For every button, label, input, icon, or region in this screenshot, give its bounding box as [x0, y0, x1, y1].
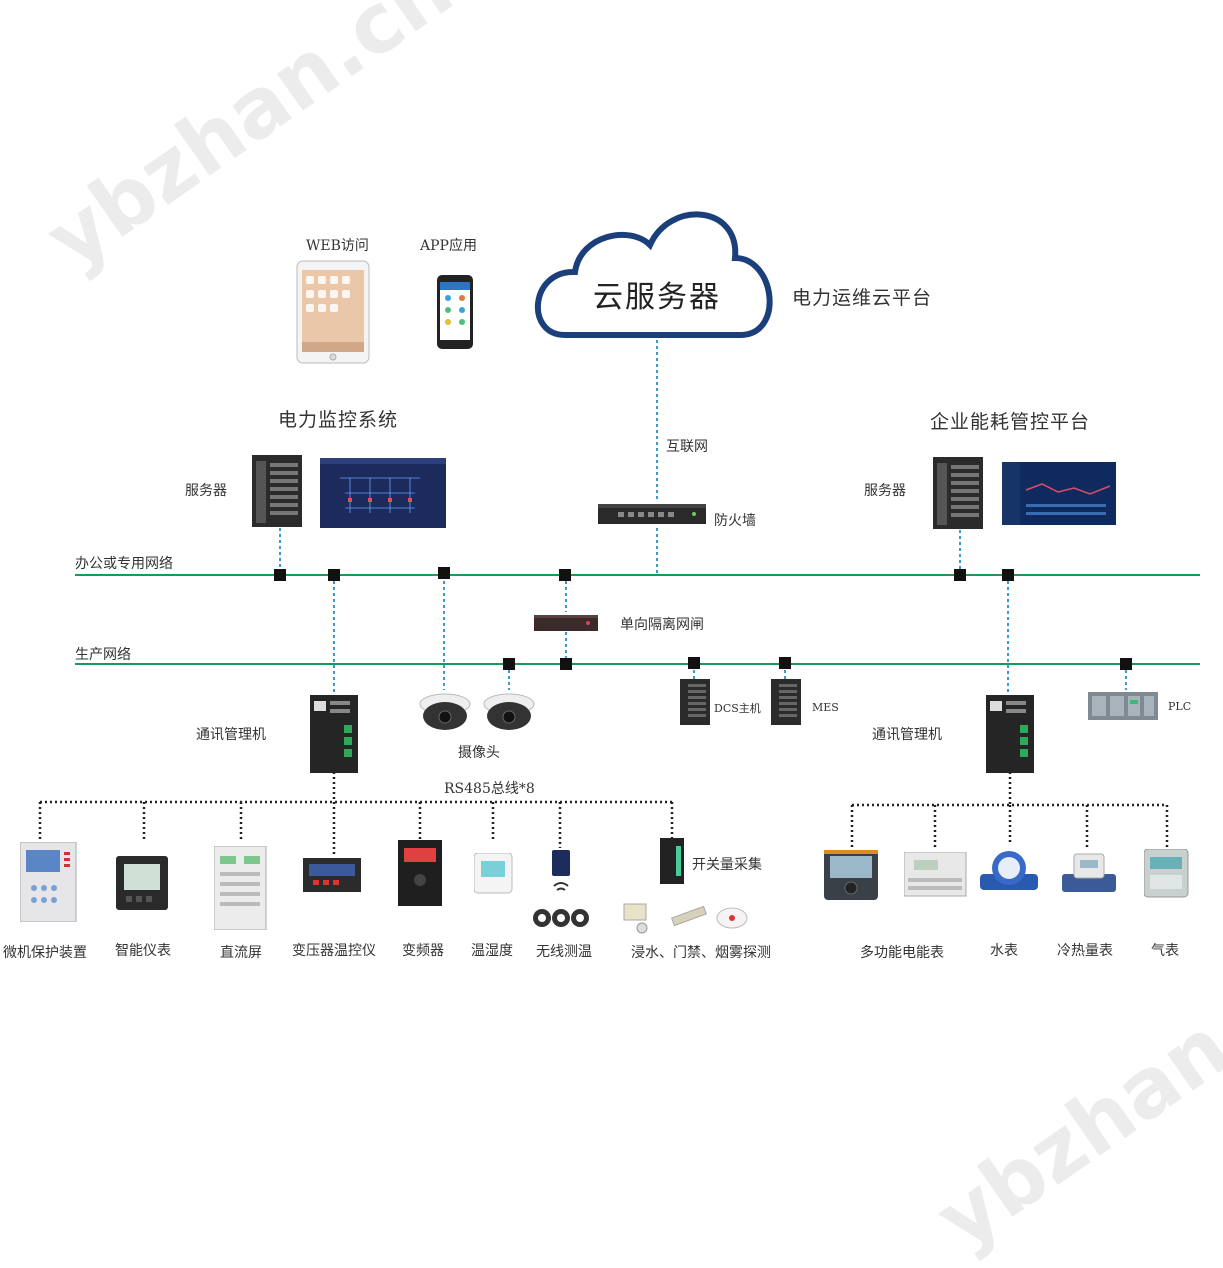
left-comm-manager-icon — [310, 695, 358, 773]
protection-device-icon — [20, 842, 77, 922]
vfd-icon — [398, 840, 442, 906]
phone-icon — [437, 275, 473, 349]
left-server-icon — [252, 455, 302, 527]
left-monitor-screen — [320, 458, 446, 528]
right-device-label-0: 多功能电能表 — [860, 945, 944, 961]
firewall-label: 防火墙 — [714, 513, 756, 529]
cloud-shape — [534, 211, 773, 338]
isolation-gateway-label: 单向隔离网闸 — [620, 617, 704, 633]
connection-lines — [38, 211, 1200, 855]
switch-collector-label: 开关量采集 — [692, 857, 762, 873]
cloud-label: 云服务器 — [593, 280, 721, 315]
internet-label: 互联网 — [666, 439, 708, 455]
right-server-icon — [933, 457, 983, 529]
switch-collector-icon — [660, 838, 684, 884]
monitor-system-title: 电力监控系统 — [278, 409, 399, 431]
left-device-label-2: 直流屏 — [220, 945, 262, 961]
electric-meter-icon — [904, 852, 967, 897]
left-bus-tree — [38, 772, 674, 855]
temp-humidity-icon — [474, 853, 513, 894]
multifunction-meter-icon — [824, 850, 878, 900]
office-network-label: 办公或专用网络 — [75, 556, 173, 572]
left-device-label-5: 温湿度 — [471, 943, 513, 959]
right-device-label-1: 水表 — [990, 943, 1018, 959]
right-dashboard-screen — [1002, 462, 1116, 525]
left-device-label-1: 智能仪表 — [115, 943, 171, 959]
right-device-label-2: 冷热量表 — [1057, 943, 1113, 959]
dcs-host-icon — [680, 679, 710, 725]
cloud-platform-label: 电力运维云平台 — [792, 287, 933, 309]
smart-meter-icon — [116, 856, 168, 910]
right-server-label: 服务器 — [864, 483, 906, 499]
mes-server-icon — [771, 679, 801, 725]
dc-panel-icon — [214, 846, 267, 930]
energy-platform-title: 企业能耗管控平台 — [930, 411, 1091, 433]
firewall-icon — [598, 504, 706, 524]
right-device-label-3: 气表 — [1151, 943, 1179, 959]
camera-label: 摄像头 — [458, 745, 500, 761]
tablet-icon — [296, 260, 370, 364]
left-device-label-0: 微机保护装置 — [3, 945, 87, 961]
right-comm-manager-label: 通讯管理机 — [872, 727, 942, 743]
dotted-connectors — [279, 340, 1127, 695]
gas-meter-icon — [1144, 849, 1189, 898]
right-comm-manager-icon — [986, 695, 1034, 773]
left-device-label-7: 浸水、门禁、烟雾探测 — [631, 945, 771, 961]
left-device-label-3: 变压器温控仪 — [292, 943, 376, 959]
web-access-label: WEB访问 — [306, 238, 369, 254]
heat-meter-icon — [1062, 853, 1116, 892]
water-meter-icon — [980, 851, 1038, 890]
sensors-icon — [623, 903, 748, 934]
left-device-label-4: 变频器 — [402, 943, 444, 959]
plc-label: PLC — [1168, 700, 1192, 713]
camera-icon-1 — [419, 693, 471, 730]
isolation-gateway-icon — [534, 615, 598, 631]
mes-label: MES — [812, 701, 839, 714]
app-access-label: APP应用 — [420, 238, 477, 254]
rs485-bus-label: RS485总线*8 — [444, 781, 535, 797]
right-bus-tree — [850, 772, 1169, 848]
camera-icon-2 — [483, 693, 535, 730]
left-server-label: 服务器 — [185, 483, 227, 499]
transformer-temp-controller-icon — [303, 858, 361, 892]
dcs-host-label: DCS主机 — [714, 702, 761, 715]
left-device-label-6: 无线测温 — [536, 944, 592, 960]
production-network-label: 生产网络 — [75, 647, 131, 663]
network-nodes — [274, 567, 1132, 670]
wireless-temp-icon — [533, 850, 589, 927]
left-comm-manager-label: 通讯管理机 — [196, 727, 266, 743]
plc-icon — [1088, 692, 1158, 720]
